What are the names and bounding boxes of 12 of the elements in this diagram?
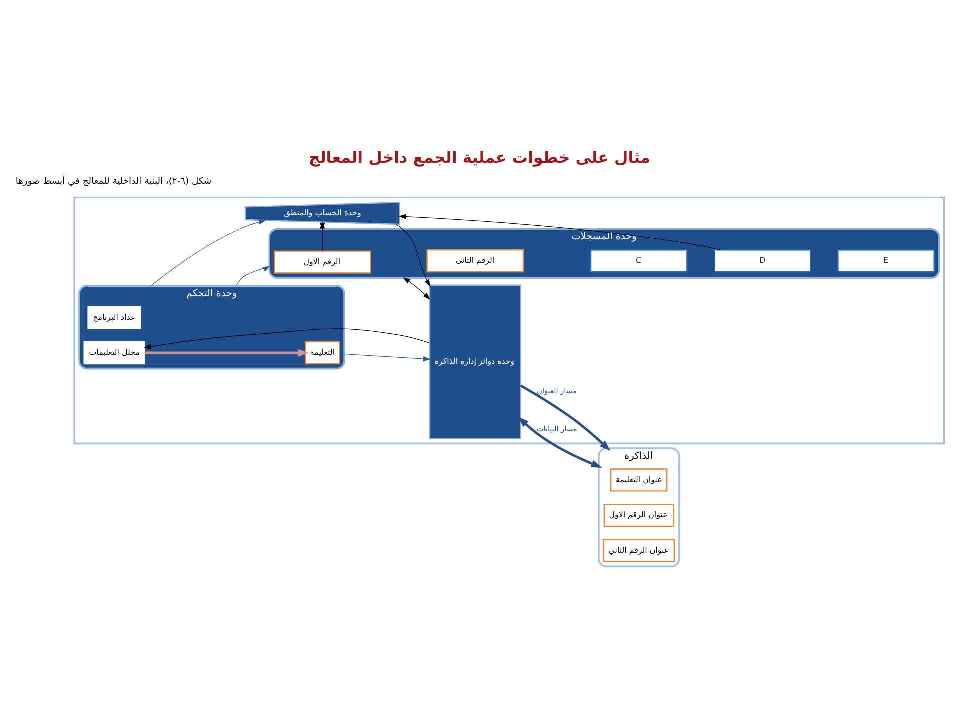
arrow xyxy=(520,384,611,452)
caption: شكل (٦-٢)، البنية الداخلية للمعالج في أبسط صورها xyxy=(16,177,212,188)
arrow xyxy=(144,328,430,350)
arrow xyxy=(144,349,310,357)
arrow xyxy=(339,354,431,362)
arrow xyxy=(150,220,266,286)
arrow xyxy=(396,224,430,287)
arrow xyxy=(398,214,721,250)
arrow xyxy=(518,416,602,468)
arrow xyxy=(403,278,430,300)
arrow xyxy=(236,266,270,286)
diagram-title: مثال على خطوات عملية الجمع داخل المعالج xyxy=(308,148,650,167)
